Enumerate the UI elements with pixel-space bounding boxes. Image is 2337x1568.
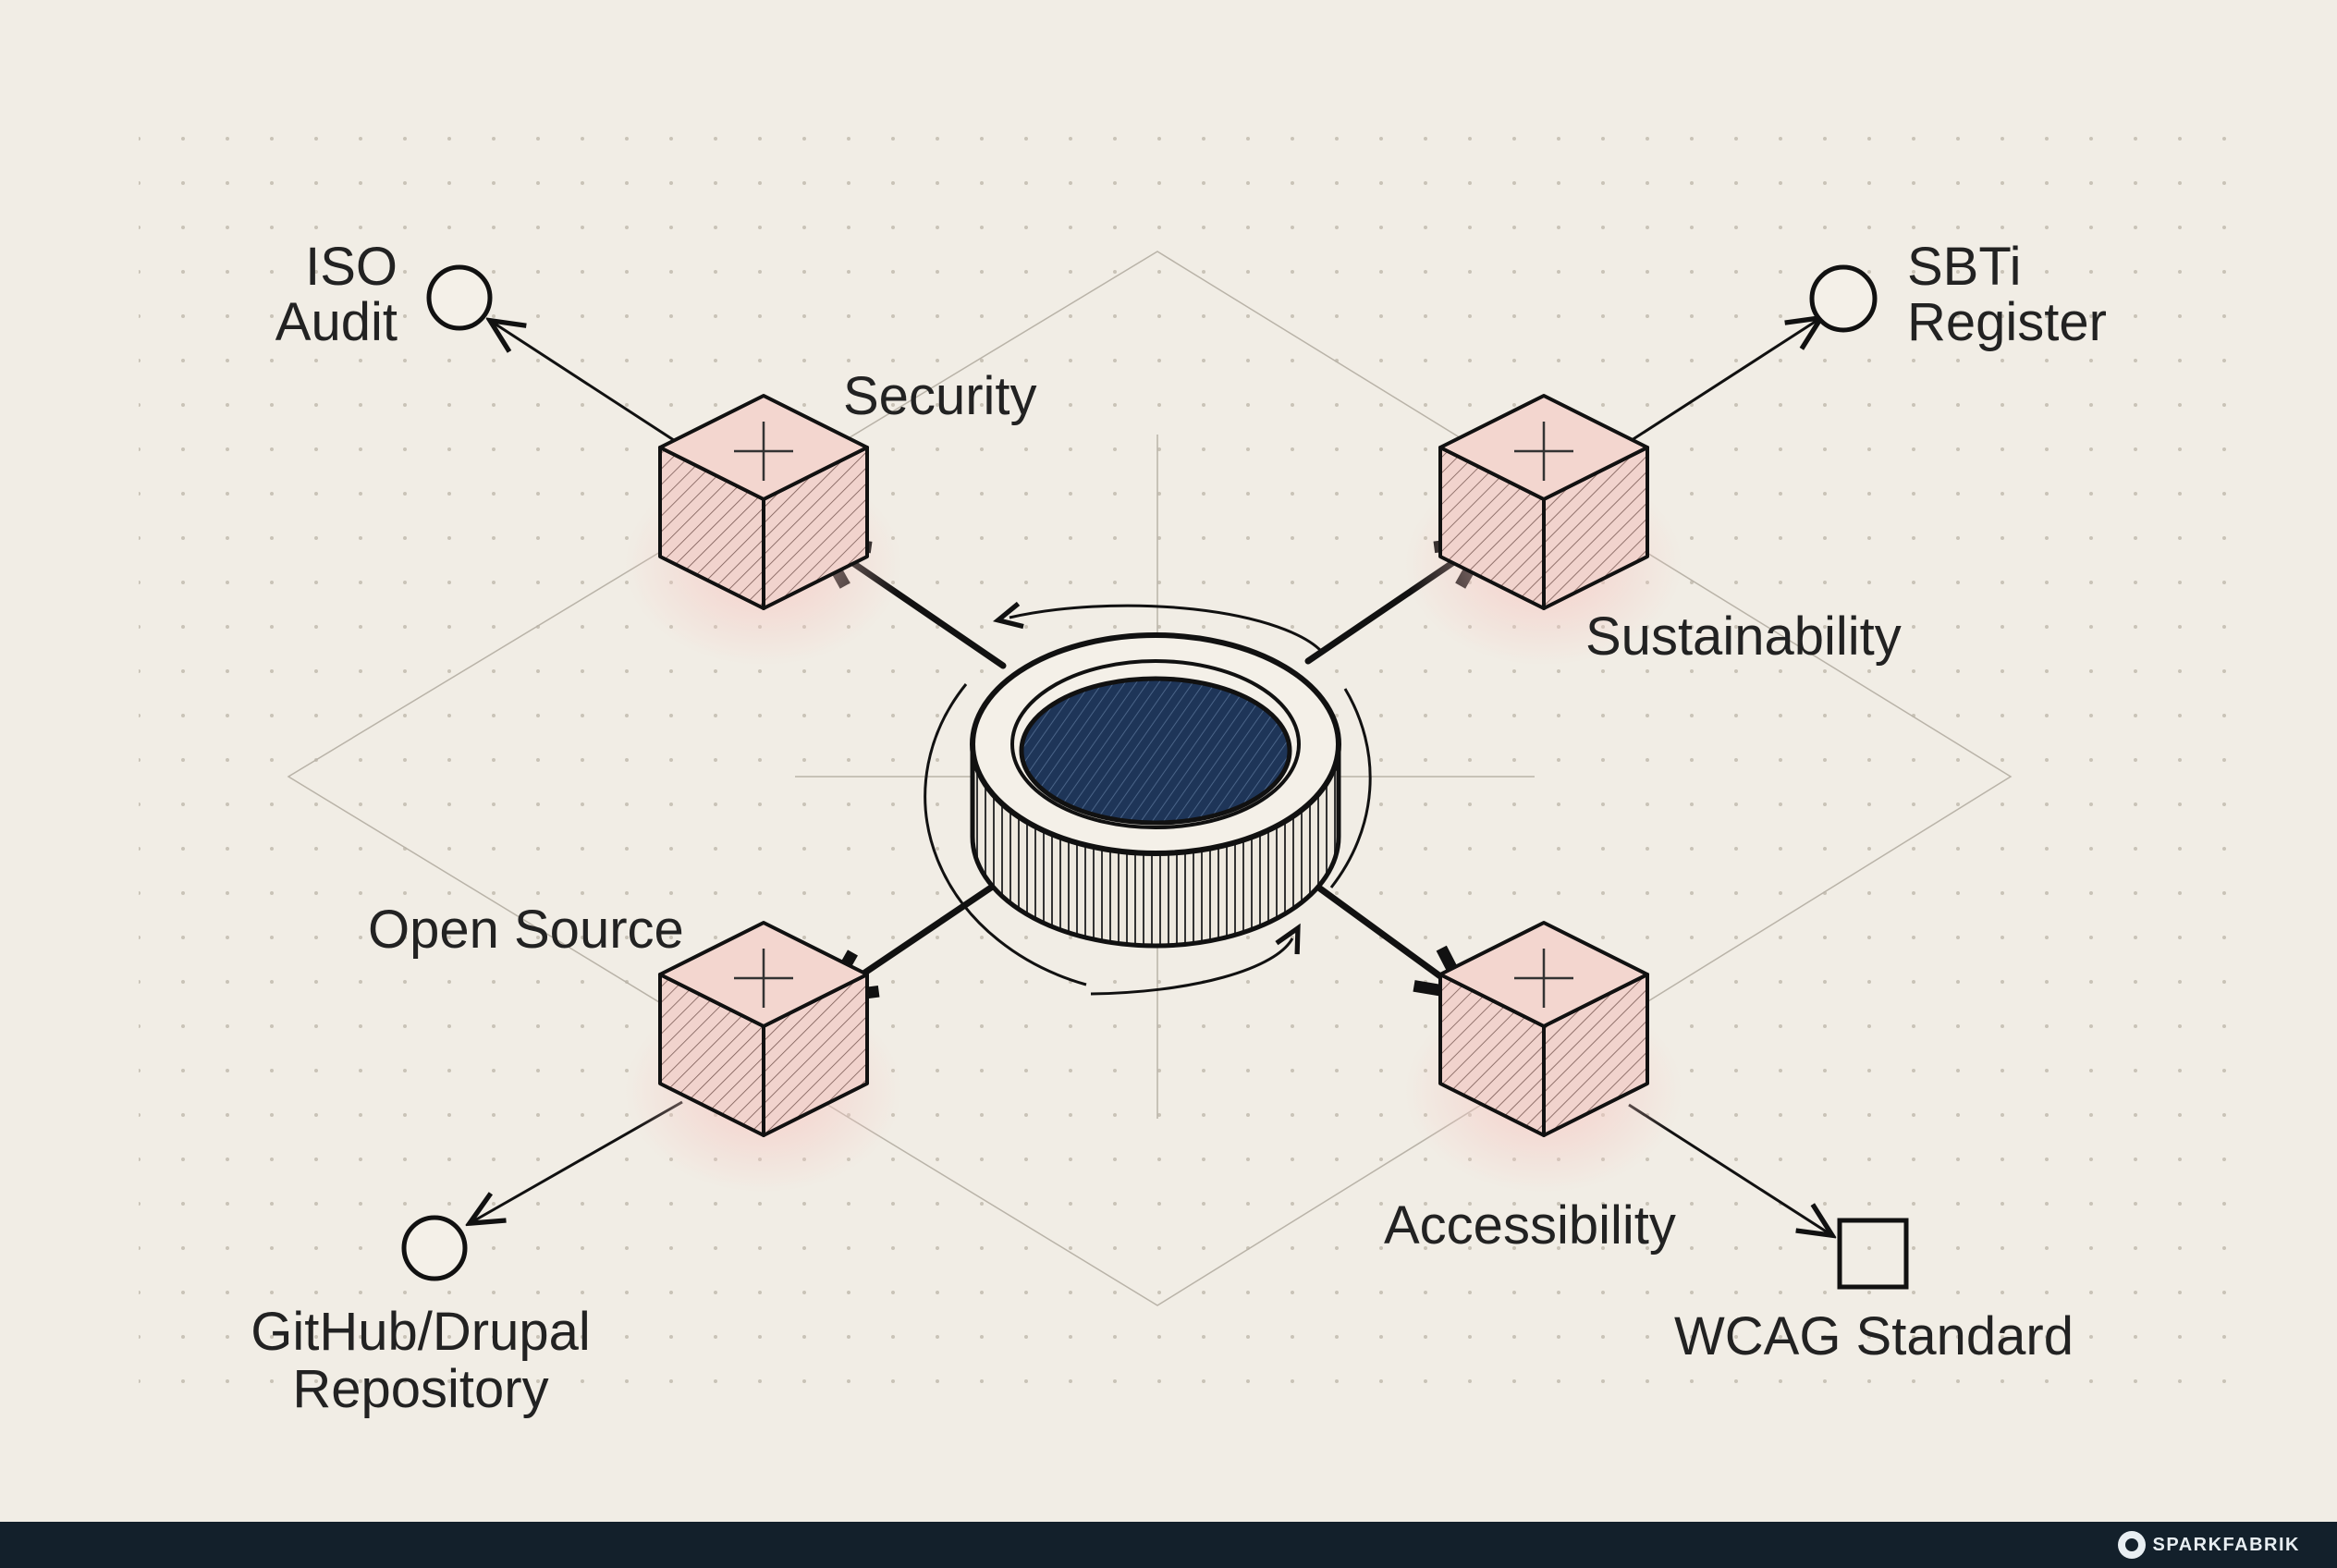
plus-icon (1514, 949, 1573, 1008)
brand-name: SPARKFABRIK (2152, 1534, 2300, 1555)
open-source-cube (625, 921, 902, 1193)
sparkfabrik-logo-icon (2117, 1531, 2146, 1559)
output-label-register-line2: Register (1907, 292, 2107, 352)
wcag-standard-square-icon (1837, 1218, 1909, 1290)
output-label-github-line1: GitHub/Drupal (251, 1302, 590, 1362)
output-label-wcag: WCAG Standard (1674, 1306, 2074, 1366)
hub-cylinder (970, 632, 1341, 949)
node-label-accessibility: Accessibility (1384, 1195, 1676, 1256)
output-markers (401, 264, 1909, 1290)
node-label-sustainability: Sustainability (1585, 606, 1902, 667)
arrow-to-sbti-register (1628, 319, 1819, 444)
iso-audit-circle-icon (426, 264, 493, 331)
sbti-register-circle-icon (1809, 264, 1878, 333)
security-cube (625, 394, 902, 666)
plus-icon (734, 949, 793, 1008)
accessibility-cube (1405, 921, 1682, 1193)
output-label-iso-line1: ISO (305, 237, 398, 297)
node-label-open-source: Open Source (368, 900, 684, 960)
hub-core (1019, 676, 1292, 826)
output-label-repository-line2: Repository (292, 1359, 548, 1419)
plus-icon (1514, 422, 1573, 481)
brand-logo: SPARKFABRIK (2117, 1531, 2300, 1559)
hub-diagram: Security Sustainability Open Source Acce… (139, 129, 2228, 1424)
output-label-audit-line2: Audit (275, 292, 398, 352)
node-label-security: Security (843, 366, 1037, 426)
plus-icon (734, 422, 793, 481)
arrow-to-iso-audit (492, 322, 683, 447)
arrow-to-accessibility (1300, 873, 1472, 1001)
sustainability-cube (1405, 394, 1682, 666)
footer-bar: SPARKFABRIK (0, 1522, 2337, 1568)
output-label-sbti-line1: SBTi (1907, 237, 2022, 297)
github-repository-circle-icon (401, 1215, 468, 1281)
capability-cubes (625, 394, 1682, 1193)
orbit-arcs (924, 601, 1372, 996)
